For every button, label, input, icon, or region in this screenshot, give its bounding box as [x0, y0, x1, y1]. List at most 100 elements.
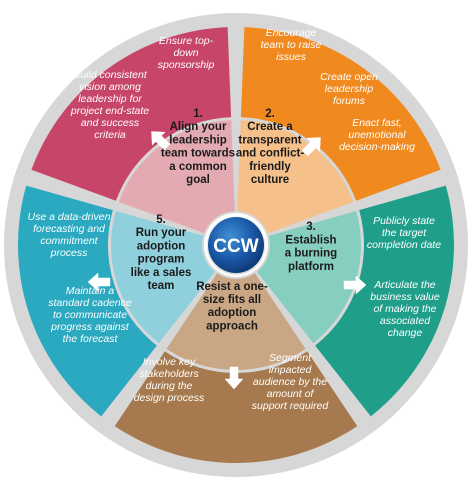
- segment-3-inner-wedge: [257, 210, 361, 344]
- hub-label: CCW: [213, 236, 258, 257]
- segment-3-item-1-line: the target: [382, 227, 427, 239]
- segment-2-title-line: friendly: [249, 161, 291, 173]
- segment-1-item-1-line: Ensure top-: [159, 35, 214, 47]
- segment-5-item-2-line: standard cadence: [48, 297, 132, 309]
- segment-4-item-2-line: support required: [252, 400, 330, 412]
- segment-3-item-2-line: change: [388, 327, 423, 339]
- segment-5-arrow-icon: [87, 272, 111, 292]
- segment-5-item-2-line: progress against: [50, 321, 130, 333]
- segment-3-outer-band: [315, 185, 454, 417]
- segment-4-item-2-line: impacted: [269, 364, 313, 376]
- segment-5-item-2-line: to communicate: [53, 309, 127, 321]
- segment-5-title-line: adoption: [137, 240, 186, 252]
- segment-4-item-1-line: stakeholders: [139, 368, 199, 380]
- segment-4-title-line: size fits all: [203, 294, 261, 306]
- segment-1-title-line: a common: [169, 161, 227, 173]
- segment-2-inner-wedge: [237, 120, 354, 234]
- segment-5-item-2-line: Maintain a: [66, 285, 115, 297]
- segment-4-inner-wedge: [166, 273, 306, 370]
- segment-1-title-line: goal: [186, 174, 210, 186]
- segment-1-item-1-line: sponsorship: [158, 59, 215, 71]
- segment-1-item-2-line: Build consistent: [73, 69, 148, 81]
- segment-4-title-line: Resist a one-: [196, 281, 268, 293]
- segment-1-item-2-line: project end-state: [70, 105, 149, 117]
- segment-5-title-line: team: [148, 280, 175, 292]
- segment-5-title-line: Run your: [136, 227, 187, 239]
- segment-5-item-2-line: the forecast: [63, 333, 119, 345]
- segment-4-outer-band: [114, 351, 358, 463]
- segment-3-item-2-line: business value: [370, 291, 440, 303]
- segment-4-item-1-line: during the: [146, 380, 193, 392]
- segment-3-title-line: 3.: [306, 221, 316, 233]
- segment-2-item-1-line: team to raise: [261, 39, 322, 51]
- segment-1-title-line: team towards: [161, 148, 235, 160]
- segment-5-title-line: 5.: [156, 214, 166, 226]
- segment-1-title-line: Align your: [170, 121, 227, 133]
- segment-2-arrow-icon: [301, 137, 321, 157]
- segment-1-item-2-line: vision among: [79, 81, 141, 93]
- segment-3-item-2-line: associated: [380, 315, 431, 327]
- segment-5-item-1-line: forecasting and: [33, 223, 106, 235]
- segment-3-item-2-line: of making the: [373, 303, 436, 315]
- segment-3-item-2-line: Articulate the: [373, 279, 435, 291]
- segment-4-title-line: approach: [206, 320, 258, 332]
- segment-1-title-line: leadership: [169, 134, 227, 146]
- segment-2-title-line: culture: [251, 174, 289, 186]
- segment-2-item-2-line: forums: [333, 95, 366, 107]
- segment-1-arrow-icon: [151, 131, 171, 151]
- segment-3-title-line: platform: [288, 261, 334, 273]
- segment-2-item-1-line: Encourage: [266, 27, 317, 39]
- segment-1-item-2-line: criteria: [94, 129, 126, 141]
- segment-5-title-line: program: [138, 254, 185, 266]
- segment-2-title-line: 2.: [265, 108, 275, 120]
- segment-1-item-2-line: leadership for: [78, 93, 142, 105]
- segment-2-item-2-line: Create open: [320, 71, 378, 83]
- segment-4-item-1-line: design process: [134, 392, 205, 404]
- segment-1-inner-wedge: [118, 120, 235, 234]
- segment-1-item-2-line: and success: [81, 117, 140, 129]
- segment-4-arrow-icon: [224, 366, 244, 390]
- segment-5-item-1-line: commitment: [40, 235, 98, 247]
- segment-4-item-2-line: amount of: [267, 388, 315, 400]
- segment-2-item-3-line: Enact fast,: [352, 117, 402, 129]
- segment-4-item-2-line: Segment: [269, 352, 312, 364]
- segment-5-item-1-line: process: [50, 247, 89, 259]
- segment-2-title-line: and conflict-: [236, 148, 305, 160]
- segment-3-title-line: a burning: [285, 248, 337, 260]
- segment-2-item-3-line: decision-making: [339, 141, 415, 153]
- segment-2-item-2-line: leadership: [325, 83, 374, 95]
- segment-2-title-line: transparent: [238, 134, 301, 146]
- segment-3-item-1-line: Publicly state: [373, 215, 435, 227]
- segment-4-title-line: adoption: [208, 307, 257, 319]
- segment-5-title-line: like a sales: [131, 267, 192, 279]
- segment-5-outer-band: [18, 185, 157, 417]
- segment-4-item-2-line: audience by the: [253, 376, 327, 388]
- segment-1-outer-band: [31, 27, 232, 201]
- segment-3-title-line: Establish: [285, 234, 336, 246]
- segment-2-item-1-line: issues: [276, 51, 307, 63]
- segment-5-inner-wedge: [111, 210, 215, 344]
- segment-1-item-1-line: down: [173, 47, 198, 59]
- segment-3-arrow-icon: [343, 275, 367, 295]
- segment-2-item-3-line: unemotional: [348, 129, 406, 141]
- segment-1-title-line: 1.: [193, 108, 203, 120]
- segment-2-outer-band: [240, 27, 441, 201]
- segment-5-item-1-line: Use a data-driven: [28, 211, 111, 223]
- segment-4-item-1-line: Involve key: [143, 356, 196, 368]
